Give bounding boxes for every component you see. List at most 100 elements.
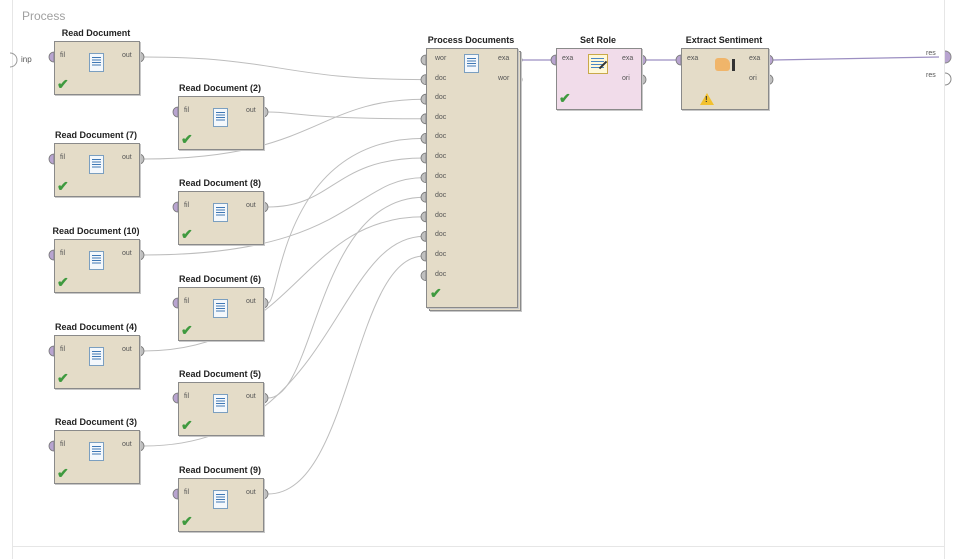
document-input-port[interactable] (420, 230, 427, 242)
file-input-port[interactable] (48, 440, 55, 452)
file-port-label: fil (184, 489, 190, 496)
example-input-port[interactable] (550, 54, 557, 66)
document-input-port[interactable] (420, 54, 427, 66)
input-port-label: wor (435, 55, 447, 62)
file-input-port[interactable] (48, 153, 55, 165)
document-input-port[interactable] (420, 270, 427, 282)
result-port[interactable] (944, 72, 952, 86)
document-icon (213, 299, 228, 318)
check-icon: ✔ (181, 417, 193, 433)
operator-label: Read Document (9) (178, 465, 262, 475)
output-port-label: exa (749, 55, 761, 62)
document-input-port[interactable] (420, 172, 427, 184)
file-port-label: fil (60, 441, 66, 448)
file-input-port[interactable] (48, 345, 55, 357)
document-icon (89, 347, 104, 366)
doc-connection (267, 157, 425, 208)
file-input-port[interactable] (172, 201, 179, 213)
file-port-label: fil (184, 298, 190, 305)
doc-connection (267, 196, 425, 399)
check-icon: ✔ (57, 465, 69, 481)
operator-label: Read Document (4) (54, 322, 138, 332)
input-port-label: exa (562, 55, 574, 62)
check-icon: ✔ (430, 285, 442, 301)
check-icon: ✔ (181, 131, 193, 147)
input-port-label: doc (435, 153, 447, 160)
document-input-port[interactable] (420, 132, 427, 144)
check-icon: ✔ (181, 513, 193, 529)
check-icon: ✔ (57, 274, 69, 290)
input-port-label: doc (435, 113, 447, 121)
input-port-label: doc (435, 74, 447, 82)
result-port[interactable] (944, 50, 952, 64)
output-port-label: out (122, 52, 132, 59)
read-document-operator[interactable] (54, 143, 140, 197)
file-port-label: fil (60, 250, 66, 257)
operator-label: Extract Sentiment (685, 35, 763, 45)
document-icon (213, 490, 228, 509)
doc-connection (267, 111, 425, 120)
input-port-label: doc (435, 192, 447, 200)
operator-label: Read Document (5) (178, 369, 262, 379)
example-input-port[interactable] (675, 54, 682, 66)
warning-icon (700, 93, 714, 105)
input-port-label: doc (435, 270, 447, 278)
input-port-label: doc (435, 133, 447, 141)
input-port-label: doc (435, 94, 447, 102)
operator-label: Read Document (7) (54, 130, 138, 140)
output-port-label: out (246, 393, 256, 400)
file-input-port[interactable] (48, 249, 55, 261)
document-icon (213, 203, 228, 222)
output-port-label: out (246, 202, 256, 209)
file-input-port[interactable] (172, 392, 179, 404)
file-input-port[interactable] (48, 51, 55, 63)
output-port-label: wor (498, 74, 510, 82)
output-port-label: ori (749, 74, 757, 82)
output-port-label: exa (498, 55, 510, 62)
doc-connection (143, 56, 425, 81)
operator-label: Read Document (8) (178, 178, 262, 188)
output-port-label: out (246, 298, 256, 305)
doc-connection (143, 98, 425, 160)
output-port-label: out (122, 250, 132, 257)
process-input-port[interactable] (9, 52, 18, 68)
document-input-port[interactable] (420, 211, 427, 223)
input-port-label: doc (435, 172, 447, 180)
input-port-label: doc (435, 251, 447, 258)
document-input-port[interactable] (420, 250, 427, 262)
process-documents-operator[interactable] (426, 48, 518, 308)
canvas-border-left (12, 0, 13, 559)
document-input-port[interactable] (420, 74, 427, 86)
document-input-port[interactable] (420, 191, 427, 203)
output-port-label: out (122, 441, 132, 448)
file-input-port[interactable] (172, 106, 179, 118)
file-input-port[interactable] (172, 488, 179, 500)
input-port-label: doc (435, 231, 447, 239)
document-icon (89, 442, 104, 461)
check-icon: ✔ (559, 90, 571, 106)
example-connection (772, 56, 940, 61)
document-input-port[interactable] (420, 152, 427, 164)
operator-label: Read Document (61, 28, 131, 38)
file-port-label: fil (60, 346, 66, 353)
file-port-label: fil (60, 52, 66, 59)
result-port-label: res (926, 72, 936, 79)
process-title: Process (22, 9, 66, 23)
hand-icon (715, 58, 735, 71)
set-role-icon (588, 54, 608, 74)
document-icon (89, 155, 104, 174)
doc-connection (143, 177, 425, 256)
output-port-label: out (122, 154, 132, 161)
output-port-label: out (246, 489, 256, 496)
file-port-label: fil (184, 393, 190, 400)
check-icon: ✔ (57, 370, 69, 386)
file-input-port[interactable] (172, 297, 179, 309)
operator-label: Read Document (6) (178, 274, 262, 284)
input-port-label: exa (687, 55, 699, 62)
document-input-port[interactable] (420, 113, 427, 125)
canvas-border-bottom (12, 546, 945, 547)
operator-label: Read Document (3) (54, 417, 138, 427)
document-input-port[interactable] (420, 93, 427, 105)
